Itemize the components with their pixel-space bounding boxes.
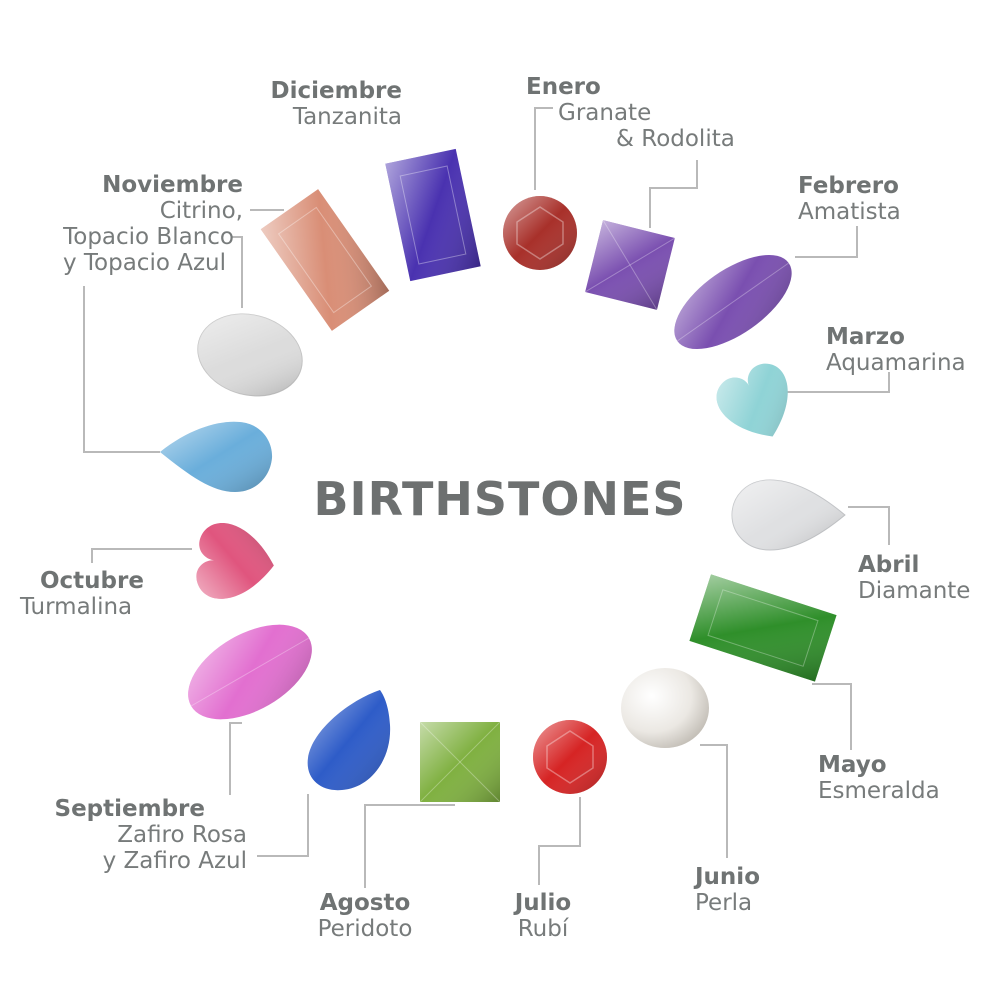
leader-noviembre-c	[83, 286, 160, 453]
label-diciembre: Diciembre Tanzanita	[212, 78, 402, 130]
month-name: Marzo	[826, 324, 905, 350]
label-mayo: Mayo Esmeralda	[818, 752, 988, 804]
stone-name: y Zafiro Azul	[102, 848, 247, 874]
stone-name: Rubí	[517, 916, 569, 942]
gem-julio	[533, 720, 607, 794]
label-febrero: Febrero Amatista	[798, 173, 978, 225]
leader-julio	[538, 797, 581, 885]
leader-febrero	[795, 226, 858, 258]
month-name: Agosto	[319, 890, 411, 916]
label-marzo: Marzo Aquamarina	[826, 324, 996, 376]
month-name: Mayo	[818, 752, 887, 778]
gem-noviembre-citrine	[260, 189, 390, 331]
gem-febrero-square	[584, 219, 676, 311]
label-julio: Julio Rubí	[483, 890, 603, 942]
label-enero: Enero Granate & Rodolita	[526, 74, 756, 152]
gem-noviembre-blue	[160, 421, 273, 492]
label-abril: Abril Diamante	[858, 552, 998, 604]
stone-name: Turmalina	[20, 594, 133, 620]
gem-marzo	[716, 363, 788, 437]
stone-name: y Topacio Azul	[62, 250, 226, 276]
label-junio: Junio Perla	[695, 864, 835, 916]
gem-septiembre-blue	[307, 690, 391, 791]
label-septiembre: Septiembre Zafiro Rosa y Zafiro Azul	[30, 796, 247, 874]
gem-abril	[731, 479, 846, 551]
leader-agosto	[364, 804, 455, 888]
month-name: Julio	[514, 890, 572, 916]
gem-mayo	[689, 574, 837, 682]
leader-enero	[534, 107, 553, 190]
leader-lines	[83, 107, 890, 888]
leader-marzo	[772, 372, 890, 393]
gem-junio	[621, 668, 709, 748]
stone-name: Esmeralda	[818, 778, 940, 804]
stone-name: Citrino,	[159, 198, 243, 224]
stone-name: Granate	[558, 100, 652, 126]
month-name: Junio	[695, 864, 760, 890]
stone-name: Amatista	[798, 199, 901, 225]
gem-enero	[503, 196, 577, 270]
month-name: Febrero	[798, 173, 899, 199]
leader-septiembre-b	[257, 794, 309, 857]
label-octubre: Octubre Turmalina	[20, 568, 200, 620]
leader-mayo	[812, 683, 852, 750]
gem-agosto	[419, 721, 501, 803]
leader-febrero-stone	[649, 160, 698, 228]
month-name: Diciembre	[270, 78, 402, 104]
stone-name: Zafiro Rosa	[117, 822, 247, 848]
leader-octubre	[91, 548, 192, 563]
month-name: Abril	[858, 552, 920, 578]
stone-name: Topacio Blanco	[63, 224, 234, 250]
stone-name: & Rodolita	[616, 126, 735, 152]
gem-octubre	[196, 522, 274, 599]
stone-name: Peridoto	[317, 916, 413, 942]
leader-noviembre-b	[231, 236, 243, 308]
center-title: BIRTHSTONES	[313, 472, 687, 526]
leader-junio	[700, 744, 728, 858]
month-name: Noviembre	[102, 172, 243, 198]
month-name: Octubre	[40, 568, 144, 594]
stone-name: Perla	[695, 890, 753, 916]
month-name: Septiembre	[54, 796, 205, 822]
stone-name: Diamante	[858, 578, 971, 604]
label-noviembre: Noviembre Citrino, Topacio Blanco y Topa…	[10, 172, 243, 276]
stone-name: Tanzanita	[292, 104, 402, 130]
gem-noviembre-white	[197, 313, 303, 397]
month-name: Enero	[526, 74, 601, 100]
stone-name: Aquamarina	[826, 350, 966, 376]
leader-abril	[848, 506, 890, 545]
label-agosto: Agosto Peridoto	[290, 890, 440, 942]
leader-septiembre-a	[229, 722, 242, 795]
gem-febrero-marquise	[674, 255, 792, 349]
gem-diciembre	[385, 148, 481, 282]
gem-septiembre-pink	[188, 624, 312, 720]
